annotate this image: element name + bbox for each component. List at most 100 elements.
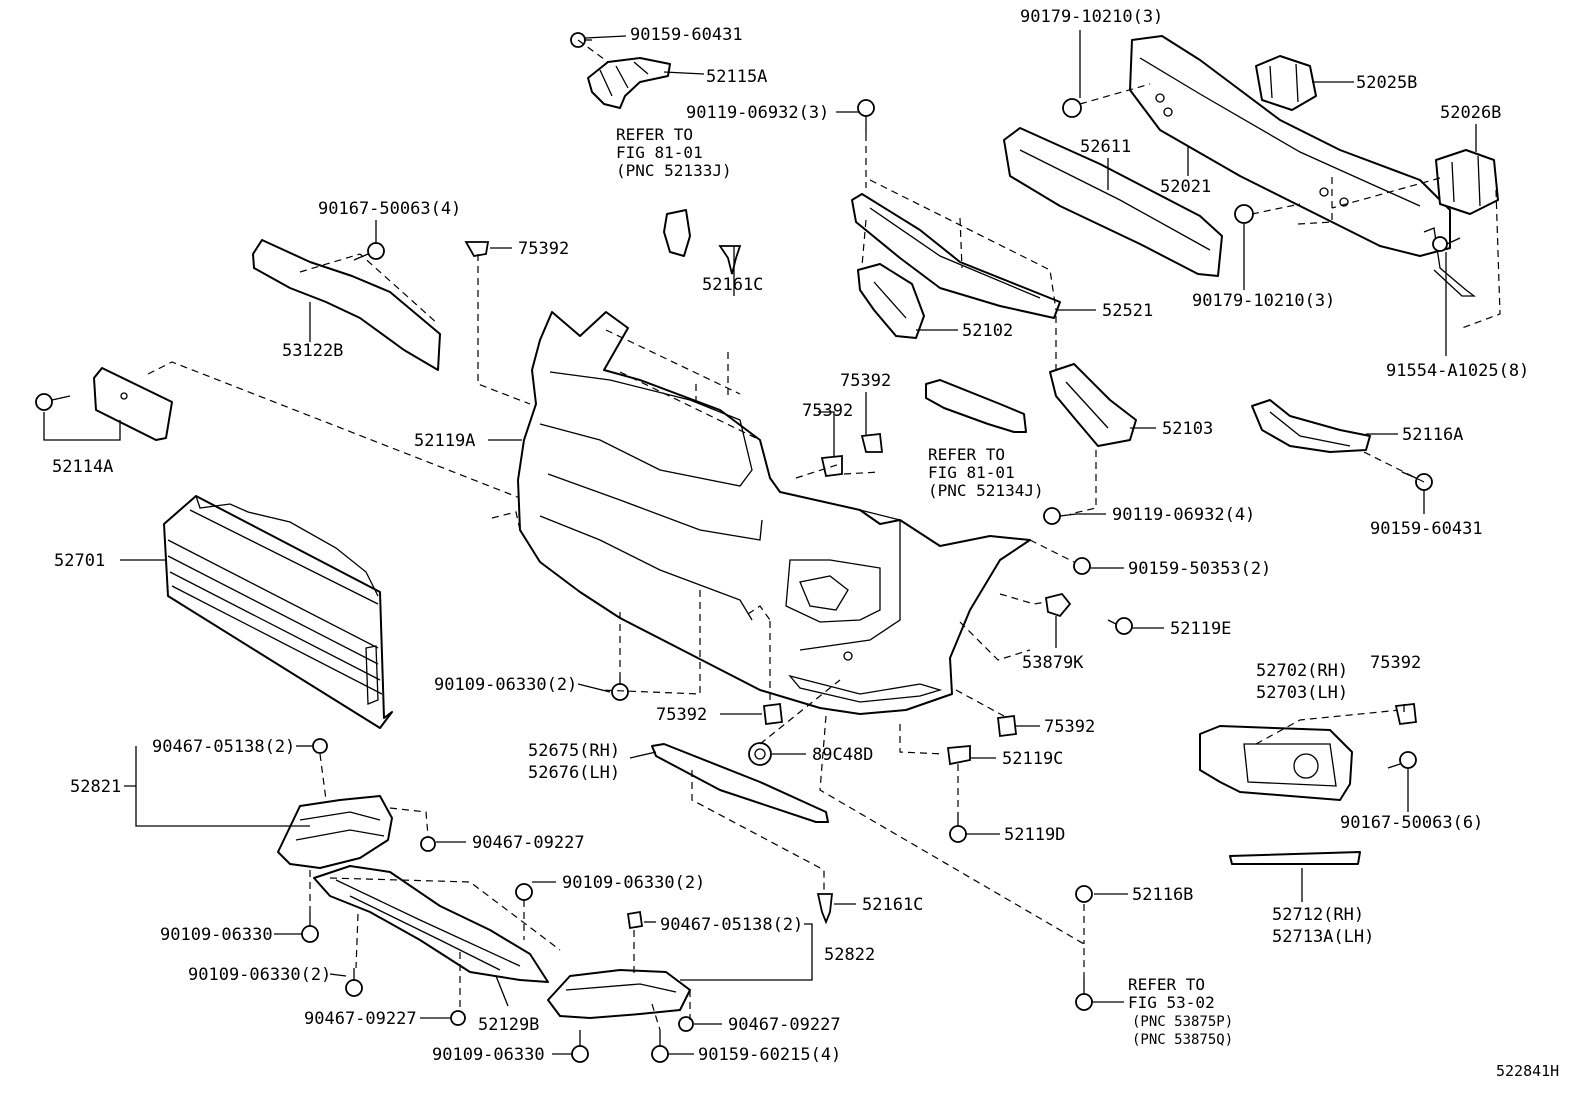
nut-90179-10210-top [1062, 98, 1082, 118]
label-75392-f: 75392 [1044, 717, 1095, 737]
label-75392-c: 75392 [802, 401, 853, 421]
label-52119D: 52119D [1004, 825, 1065, 845]
label-90109-06330-2-c: 90109-06330(2) [188, 965, 331, 985]
label-52712: 52712(RH) [1272, 905, 1364, 925]
bracket-52103-shape [1049, 363, 1137, 447]
clip-52116B [1075, 885, 1093, 903]
clip-75392-f [997, 714, 1017, 738]
bolt-90119-06932-4 [1043, 507, 1077, 525]
garnish-53122B-shape [252, 239, 441, 371]
note-line: (PNC 52133J) [616, 161, 732, 180]
label-89C48D: 89C48D [812, 745, 873, 765]
note-line: (PNC 52134J) [928, 481, 1044, 500]
clip-52161C-bottom [816, 893, 834, 925]
label-52702: 52702(RH) [1256, 661, 1348, 681]
clip-75392-e [763, 702, 783, 726]
label-75392-a: 75392 [518, 239, 569, 259]
label-53879K: 53879K [1022, 653, 1084, 673]
grille-52701-shape [163, 495, 393, 729]
clip-90467-05138-a [312, 738, 328, 754]
label-52102: 52102 [962, 321, 1013, 341]
label-90167-50063-4: 90167-50063(4) [318, 199, 461, 219]
clip-90467-09227-c [678, 1016, 694, 1032]
bracket-52116A-shape [1251, 399, 1371, 453]
absorber-52611-shape [1003, 127, 1223, 277]
bolt-90109-06330-single-a [301, 912, 319, 943]
bezel-52702-shape [1199, 709, 1401, 801]
bolt-90159-60431-top [570, 32, 592, 48]
bolt-90119-06932-3 [857, 99, 875, 134]
label-90109-06330-single-b: 90109-06330 [432, 1045, 545, 1065]
clip-52161C-top [718, 245, 742, 275]
support-52025B-shape [1255, 55, 1317, 111]
retainer-52675-shape [651, 743, 829, 823]
label-90179-10210-mid: 90179-10210(3) [1192, 291, 1335, 311]
cover-52821-shape [277, 795, 393, 869]
label-52675: 52675(RH) [528, 741, 620, 761]
label-52025B: 52025B [1356, 73, 1417, 93]
label-52822: 52822 [824, 945, 875, 965]
bracket-52114A-shape [93, 361, 521, 499]
label-52821: 52821 [70, 777, 121, 797]
label-52161C-top: 52161C [702, 275, 763, 295]
bumper-cover-52119A-shape [517, 311, 1031, 715]
clip-90467-05138-b [626, 910, 644, 930]
label-90167-50063-6: 90167-50063(6) [1340, 813, 1483, 833]
label-52119C: 52119C [1002, 749, 1063, 769]
bolt-90159-60215 [651, 1030, 669, 1063]
label-90109-06330-2-b: 90109-06330(2) [562, 873, 705, 893]
clip-52119C [946, 745, 971, 766]
label-90159-60431-right: 90159-60431 [1370, 519, 1483, 539]
cover-52822-shape [547, 969, 691, 1019]
bolt-52119D [949, 812, 967, 843]
label-90119-06932-4: 90119-06932(4) [1112, 505, 1255, 525]
clip-52119E [1107, 617, 1133, 635]
label-52116A: 52116A [1402, 425, 1463, 445]
bolt-91554-A1025 [1432, 236, 1461, 252]
label-52115A: 52115A [706, 67, 767, 87]
note-line: FIG 53-02 [1128, 993, 1215, 1012]
label-52713A: 52713A(LH) [1272, 927, 1374, 947]
bolt-90109-06330-b [515, 883, 533, 901]
clip-75392-a [464, 241, 490, 257]
label-52611: 52611 [1080, 137, 1131, 157]
support-52026B-shape [1435, 149, 1499, 215]
label-90119-06932-3: 90119-06932(3) [686, 103, 829, 123]
figure-code: 522841H [1496, 1062, 1559, 1080]
bracket-52102-shape [857, 263, 925, 339]
label-52129B: 52129B [478, 1015, 539, 1035]
note-line: (PNC 53875P) [1132, 1014, 1233, 1030]
label-75392-d: 75392 [1370, 653, 1421, 673]
assembly-lines [309, 39, 1501, 1031]
screw-90167-50063-4 [353, 242, 385, 261]
leader-lines [43, 30, 1477, 1055]
note-line: REFER TO [928, 445, 1005, 464]
label-75392-e: 75392 [656, 705, 707, 725]
label-53122B: 53122B [282, 341, 343, 361]
label-90109-06330-2-a: 90109-06330(2) [434, 675, 577, 695]
label-90467-05138-a: 90467-05138(2) [152, 737, 295, 757]
reinforcement-52021-shape [1129, 35, 1476, 297]
clip-53875P [1075, 978, 1093, 1011]
clip-75392-b [860, 433, 884, 453]
label-52114A: 52114A [52, 457, 113, 477]
note-refer-fig-53-02: REFER TO FIG 53-02 (PNC 53875P) (PNC 538… [1128, 975, 1233, 1048]
label-90179-10210-top: 90179-10210(3) [1020, 7, 1163, 27]
label-52703: 52703(LH) [1256, 683, 1348, 703]
clip-90467-09227-b [450, 1010, 466, 1026]
label-52119A: 52119A [414, 431, 475, 451]
bolt-90159-60431-right [1401, 471, 1433, 491]
bolt-90159-50353 [1073, 557, 1091, 575]
bolt-90109-06330-single-b [571, 1030, 589, 1063]
bracket-52134J-shape [925, 379, 1027, 433]
cover-52129B-shape [313, 865, 561, 983]
clip-75392-d [1394, 703, 1417, 725]
label-90467-05138-b: 90467-05138(2) [660, 915, 803, 935]
label-90467-09227-a: 90467-09227 [472, 833, 585, 853]
label-52116B: 52116B [1132, 885, 1193, 905]
note-line: FIG 81-01 [928, 463, 1015, 482]
note-line: REFER TO [1128, 975, 1205, 994]
clip-53879K [1044, 592, 1072, 618]
nut-90179-10210-mid [1234, 204, 1254, 224]
label-52026B: 52026B [1440, 103, 1501, 123]
